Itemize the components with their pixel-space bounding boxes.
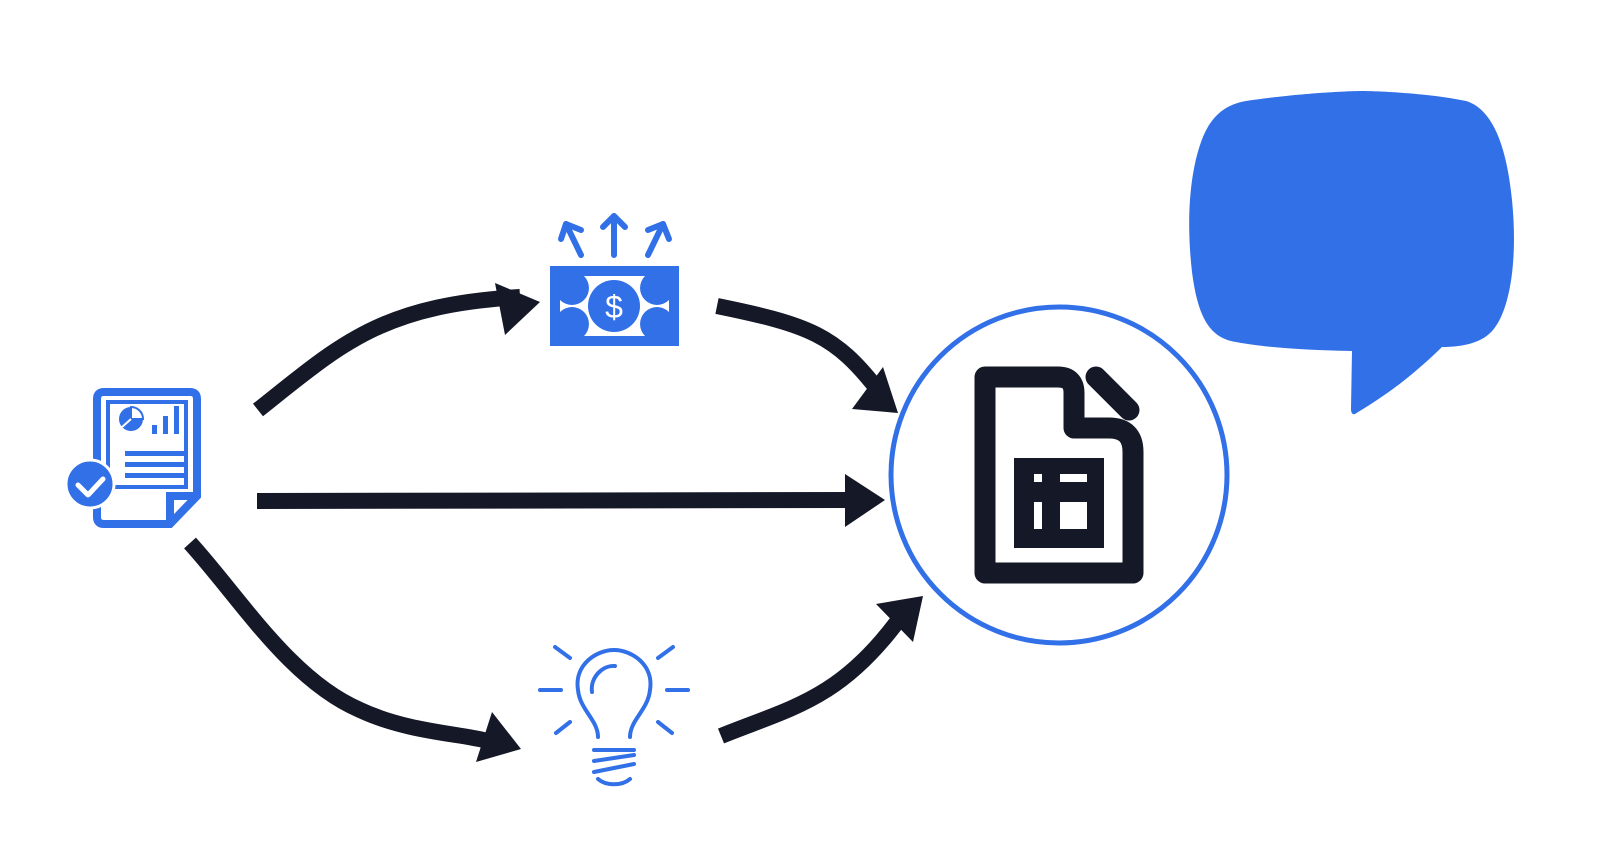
table-cell <box>1060 474 1087 482</box>
light-rays-icon <box>538 645 690 735</box>
speech-bubble-icon <box>1189 91 1514 415</box>
pie-chart-slice <box>130 405 145 420</box>
arrow-head <box>876 596 923 642</box>
table-cell <box>1034 502 1042 529</box>
arrow-shaft <box>717 613 907 744</box>
report-document-icon <box>64 388 201 528</box>
bulb-highlight <box>589 663 617 694</box>
arrow-head <box>852 367 898 413</box>
arrow-shaft <box>184 537 507 754</box>
checkmark-badge-icon <box>64 458 116 510</box>
arrow-shaft <box>253 289 521 417</box>
arrow-shaft <box>715 298 885 395</box>
bulb-base-line <box>592 762 636 774</box>
table-cell <box>1060 502 1087 529</box>
file-tab-accent <box>1085 366 1140 421</box>
document-outline <box>93 388 201 528</box>
bar-chart-icon <box>152 406 179 434</box>
growth-arrows-icon <box>558 213 672 258</box>
lightbulb-icon <box>538 645 690 787</box>
arrow-lightbulb-to-spreadsheet <box>717 596 923 744</box>
document-folded-corner <box>166 492 197 524</box>
checkmark-icon <box>75 476 106 498</box>
coin-icon <box>588 280 640 332</box>
arrow-report-to-money <box>253 283 540 417</box>
bulb-base-cap <box>596 777 632 787</box>
arrow-report-to-lightbulb <box>184 537 521 762</box>
arrow-head <box>476 712 521 762</box>
table-icon <box>1014 458 1104 548</box>
arrow-head <box>495 283 540 335</box>
arrow-shaft <box>256 492 856 509</box>
text-lines <box>125 451 184 478</box>
arrow-report-to-spreadsheet <box>256 474 885 527</box>
money-growth-icon: $ <box>550 213 679 346</box>
arrow-money-to-spreadsheet <box>715 298 898 413</box>
dollar-sign-icon: $ <box>605 289 623 325</box>
table-cell <box>1034 474 1042 482</box>
file-outline <box>974 366 1144 584</box>
bulb-base-line <box>592 753 636 763</box>
bulb-outline <box>575 647 653 739</box>
spreadsheet-file-icon <box>974 366 1144 584</box>
arrow-head <box>845 474 885 527</box>
pie-chart-slice-line <box>120 418 132 429</box>
